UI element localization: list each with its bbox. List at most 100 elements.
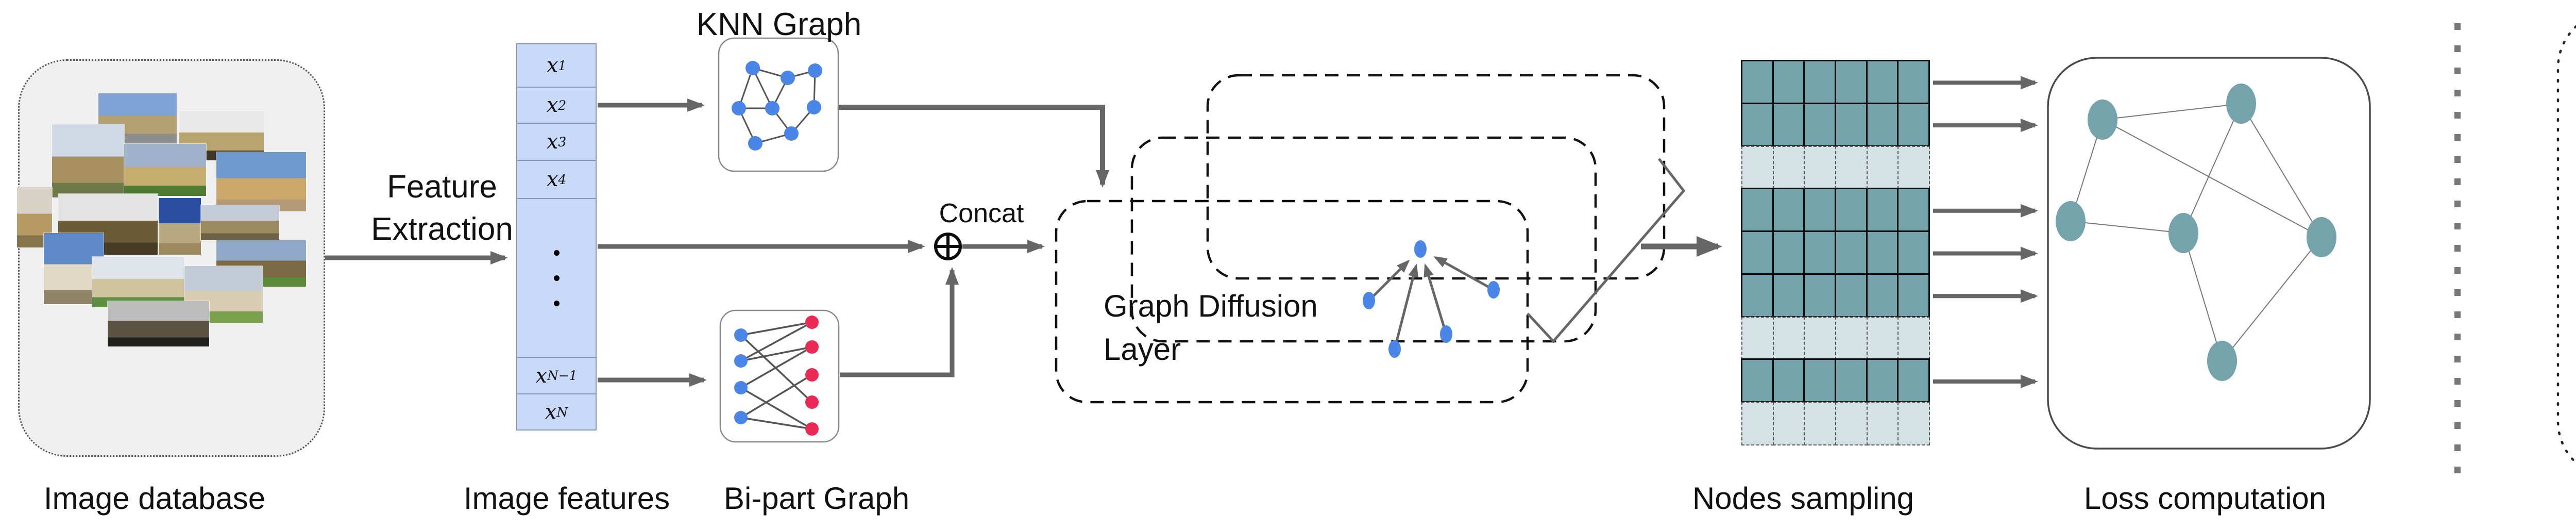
loss-graph-node (2226, 84, 2256, 124)
diffusion-star-graph (1363, 240, 1500, 358)
grid-cell (1772, 402, 1805, 446)
grid-cell (1803, 273, 1837, 318)
grid-cell (1772, 145, 1805, 190)
concat-label: Concat (939, 199, 1024, 228)
graph-node (1363, 292, 1375, 309)
photo-thumbnail (124, 144, 206, 196)
knn-node (784, 126, 799, 141)
grid-cell (1897, 188, 1930, 233)
knn-node (732, 101, 746, 115)
bipart-left-node (734, 411, 748, 424)
loss-graph-node (2056, 201, 2086, 241)
bipart-left-node (734, 381, 748, 394)
grid-cell (1897, 402, 1930, 446)
grid-cell (1804, 316, 1837, 360)
nodes-sampling-label: Nodes sampling (1692, 481, 1914, 516)
grid-cell (1897, 145, 1930, 190)
grid-cell (1866, 358, 1899, 403)
image-database-label: Image database (43, 481, 266, 516)
ellipsis-dot (553, 300, 560, 306)
grid-cell (1772, 316, 1805, 360)
knn-node (745, 61, 760, 75)
grid-cell (1835, 230, 1868, 275)
grid-cell (1741, 60, 1774, 104)
grid-cell (1741, 188, 1774, 233)
photo-thumbnail (52, 124, 124, 197)
nodes-sampling-grid (1741, 60, 1930, 446)
ellipsis-dot (553, 275, 560, 281)
bipart-right-node (805, 368, 819, 382)
bipart-right-node (805, 395, 819, 409)
grid-cell (1772, 273, 1805, 318)
bipart-graph-box (719, 309, 840, 443)
grid-cell (1866, 188, 1899, 233)
grid-cell (1772, 358, 1805, 403)
bipart-right-node (805, 316, 819, 329)
grid-cell (1803, 188, 1837, 233)
grid-cell (1804, 402, 1837, 446)
grid-row-dark (1741, 273, 1930, 318)
grid-cell (1741, 316, 1774, 360)
graph-node (1487, 281, 1500, 299)
grid-cell (1866, 60, 1899, 104)
knn-graph (732, 61, 822, 151)
graph-node (1414, 240, 1427, 258)
bipart-graph-label: Bi-part Graph (723, 481, 910, 516)
grid-cell (1897, 102, 1930, 147)
loss-graph-node (2168, 213, 2198, 253)
grid-row-light (1741, 316, 1930, 360)
bipart-right-node (805, 340, 819, 354)
grid-cell (1897, 60, 1930, 104)
photo-thumbnail (92, 257, 184, 307)
bipart-right-node (805, 422, 819, 436)
knn-graph-box (718, 37, 839, 172)
photo-thumbnail (216, 152, 306, 211)
image-database-panel (17, 59, 325, 457)
grid-cell (1835, 102, 1868, 147)
grid-cell (1741, 230, 1774, 275)
grid-cell (1835, 188, 1868, 233)
grid-cell (1804, 145, 1837, 190)
grid-cell (1835, 60, 1868, 104)
loss-computation-box (2047, 57, 2371, 450)
zigzag-collapse-mark (1527, 158, 1686, 343)
graph-diffusion-layer-panel-border (2556, 25, 2576, 465)
grid-cell (1772, 60, 1805, 104)
bipart-graph (734, 316, 819, 436)
grid-row-light (1741, 145, 1930, 190)
photo-thumbnail (108, 301, 209, 346)
graph-diffusion-layer-label: Graph Diffusion Layer (1104, 289, 1318, 367)
grid-cell (1866, 273, 1899, 318)
grid-row-dark (1741, 358, 1930, 403)
grid-row-dark (1741, 60, 1930, 104)
graph-node (1388, 340, 1401, 358)
grid-cell (1741, 102, 1774, 147)
grid-cell (1866, 402, 1899, 446)
oplus-operator (934, 233, 962, 260)
loss-graph-node (2307, 217, 2336, 257)
graph-node (1440, 325, 1452, 343)
knn-node (807, 100, 821, 114)
grid-cell (1772, 188, 1805, 233)
loss-graph-node (2088, 100, 2117, 140)
grid-cell (1803, 230, 1837, 275)
grid-cell (1741, 358, 1774, 403)
grid-cell (1803, 102, 1837, 147)
grid-cell (1866, 316, 1899, 360)
wire-bipart-to-concat (840, 267, 959, 377)
photo-thumbnail (159, 198, 201, 255)
grid-cell (1835, 402, 1868, 446)
wire-knn-to-gdl (817, 105, 1109, 188)
grid-row-light (1741, 402, 1930, 446)
photo-thumbnail (201, 205, 279, 240)
grid-cell (1897, 230, 1930, 275)
grid-cell (1772, 230, 1805, 275)
knn-node (748, 136, 762, 151)
feature-ellipsis-cell (516, 198, 597, 358)
